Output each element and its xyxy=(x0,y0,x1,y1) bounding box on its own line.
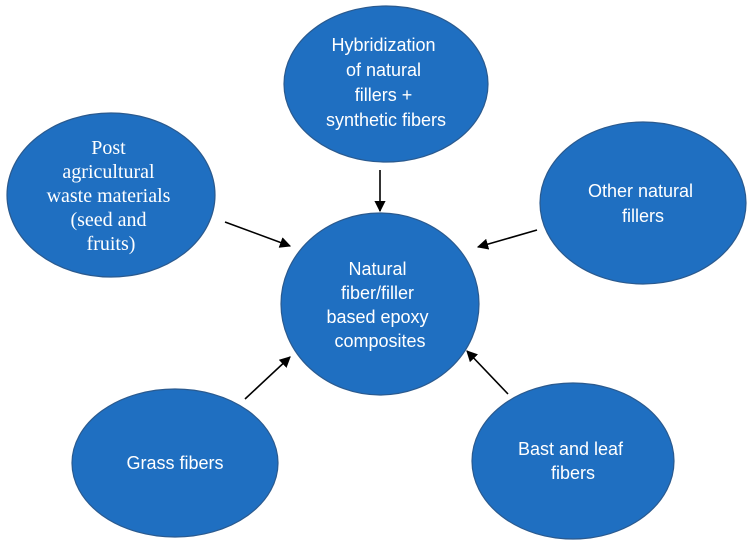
node-post-agricultural: Post agricultural waste materials (seed … xyxy=(6,112,216,278)
node-bast-leaf: Bast and leaf fibers xyxy=(471,382,675,540)
node-hybridization-label: Hybridization of natural fillers + synth… xyxy=(326,35,446,130)
arrow-grass-to-center xyxy=(244,356,291,400)
node-other-natural-label: Other natural fillers xyxy=(588,181,698,226)
arrow-bast-leaf-to-center xyxy=(466,350,509,395)
arrow-other-natural-to-center xyxy=(476,229,538,250)
arrow-post-agricultural-to-center xyxy=(224,221,292,248)
node-center: Natural fiber/filler based epoxy composi… xyxy=(280,212,480,396)
node-grass-label: Grass fibers xyxy=(126,453,223,473)
node-center-label: Natural fiber/filler based epoxy composi… xyxy=(326,259,433,351)
node-post-agricultural-label: Post agricultural waste materials (seed … xyxy=(47,137,176,255)
node-other-natural: Other natural fillers xyxy=(539,121,747,285)
node-grass: Grass fibers xyxy=(71,388,279,538)
node-bast-leaf-label: Bast and leaf fibers xyxy=(518,439,628,483)
node-hybridization: Hybridization of natural fillers + synth… xyxy=(283,5,489,163)
